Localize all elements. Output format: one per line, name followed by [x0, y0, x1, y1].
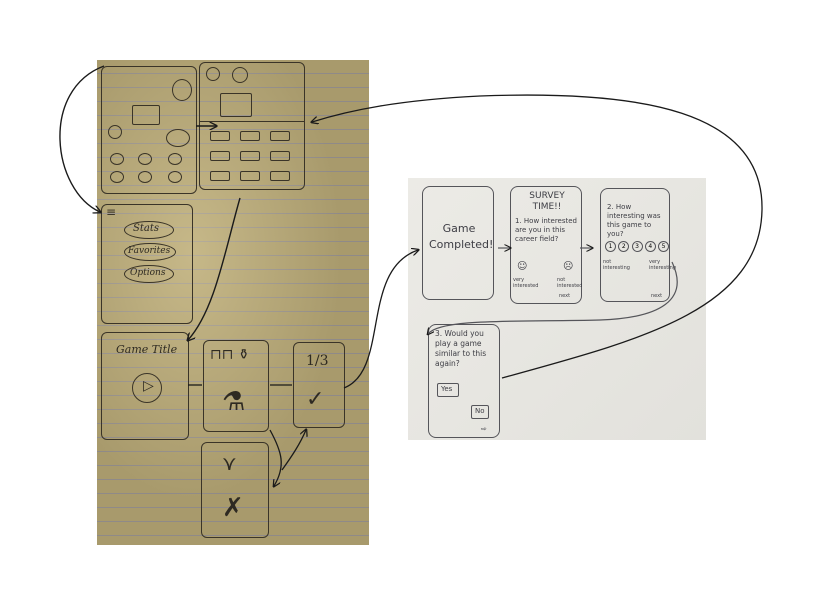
grid-card — [210, 151, 230, 161]
broken-flask-icon: ⋎ — [222, 451, 237, 475]
options-pill: Options — [124, 265, 174, 283]
arrow-q2-to-q3 — [428, 261, 678, 334]
menu-icon — [206, 67, 220, 81]
grid-circle — [138, 153, 152, 165]
grid-card — [240, 131, 260, 141]
placeholder-circle — [166, 129, 190, 147]
rocket-icon — [232, 67, 248, 83]
lab-game-screen-sketch: ⊓⊓ ⚱ ⚗ — [203, 340, 269, 432]
play-button: ▷ — [132, 373, 162, 403]
hamburger-icon: ≡ — [106, 205, 117, 219]
scale-option: 1 — [605, 241, 616, 252]
badge-icon — [108, 125, 122, 139]
smile-icon: ☺ — [517, 261, 528, 272]
lined-paper-photo: ≡ Stats Favorites Options Game Title ▷ ⊓… — [97, 60, 369, 545]
favorites-pill: Favorites — [124, 243, 176, 261]
scale-option: 3 — [631, 241, 643, 252]
survey-q1-screen-sketch: SURVEY TIME!! 1. How interested are you … — [510, 186, 582, 304]
yes-label: Yes — [441, 385, 453, 393]
play-icon: ▷ — [143, 378, 154, 394]
grid-card — [240, 151, 260, 161]
survey-q2-screen-sketch: 2. How interesting was this game to you?… — [600, 188, 676, 302]
grid-circle — [110, 153, 124, 165]
game-title-screen-sketch: Game Title ▷ — [101, 332, 189, 440]
grid-circle — [138, 171, 152, 183]
flask-check-icon: ✓ — [306, 387, 325, 412]
game-completed-screen-sketch: Game Completed! — [422, 186, 494, 300]
no-button: No — [471, 405, 489, 419]
survey-q3-text: 3. Would you play a game similar to this… — [435, 329, 487, 368]
grid-card — [240, 171, 260, 181]
favorites-label: Favorites — [128, 246, 171, 256]
game-title-label: Game Title — [116, 343, 178, 356]
arrow-q3-to-category — [312, 94, 763, 379]
q1-low-label: very interested — [513, 277, 539, 289]
q2-scale: 1 2 3 4 5 — [605, 241, 669, 252]
home-screen-sketch — [101, 66, 197, 194]
next-arrow-icon: ⇨ — [481, 425, 487, 433]
arrow-home-to-menu — [59, 65, 105, 212]
q2-high-label: very interesting — [649, 259, 676, 271]
failure-screen-sketch: ⋎ ✗ — [201, 442, 269, 538]
flask-icon: ⚗ — [222, 387, 246, 417]
scale-option: 2 — [618, 241, 630, 252]
clapper-icon — [132, 105, 160, 125]
options-label: Options — [130, 268, 166, 278]
scale-option: 5 — [658, 241, 669, 252]
progress-label: 1/3 — [306, 353, 329, 369]
grid-card — [270, 151, 290, 161]
survey-q3-screen-sketch: 3. Would you play a game similar to this… — [428, 324, 500, 438]
arrow-category-to-game — [188, 197, 241, 340]
q2-low-label: not interesting — [603, 259, 630, 271]
flask-x-icon: ✗ — [222, 493, 244, 523]
white-paper-photo: Game Completed! SURVEY TIME!! 1. How int… — [408, 178, 706, 440]
grid-circle — [110, 171, 124, 183]
progress-screen-sketch: 1/3 ✓ — [293, 342, 345, 428]
scale-option: 4 — [644, 241, 656, 252]
no-label: No — [475, 407, 485, 415]
rocket-icon — [172, 79, 192, 101]
q2-next-label: next — [651, 293, 663, 299]
survey-title: SURVEY TIME!! — [529, 191, 565, 212]
stats-pill: Stats — [124, 221, 174, 239]
grid-card — [210, 131, 230, 141]
test-tubes-icon: ⊓⊓ ⚱ — [210, 347, 250, 363]
arrow-game-to-failure — [269, 429, 282, 486]
frown-icon: ☹ — [563, 261, 574, 272]
grid-circle — [168, 171, 182, 183]
grid-circle — [168, 153, 182, 165]
menu-screen-sketch: ≡ Stats Favorites Options — [101, 204, 193, 324]
grid-card — [270, 131, 290, 141]
category-screen-sketch — [199, 62, 305, 190]
heart-card — [220, 93, 252, 117]
game-completed-label: Game Completed! — [429, 222, 494, 251]
arrow-progress-to-completed — [343, 250, 418, 389]
q1-high-label: not interested — [557, 277, 583, 289]
grid-card — [210, 171, 230, 181]
stats-label: Stats — [133, 223, 159, 234]
yes-button: Yes — [437, 383, 459, 397]
survey-q2-text: 2. How interesting was this game to you? — [607, 203, 661, 238]
q1-next-label: next — [559, 293, 571, 299]
arrow-failure-to-progress — [281, 430, 306, 471]
grid-card — [270, 171, 290, 181]
survey-q1-text: 1. How interested are you in this career… — [515, 217, 578, 243]
